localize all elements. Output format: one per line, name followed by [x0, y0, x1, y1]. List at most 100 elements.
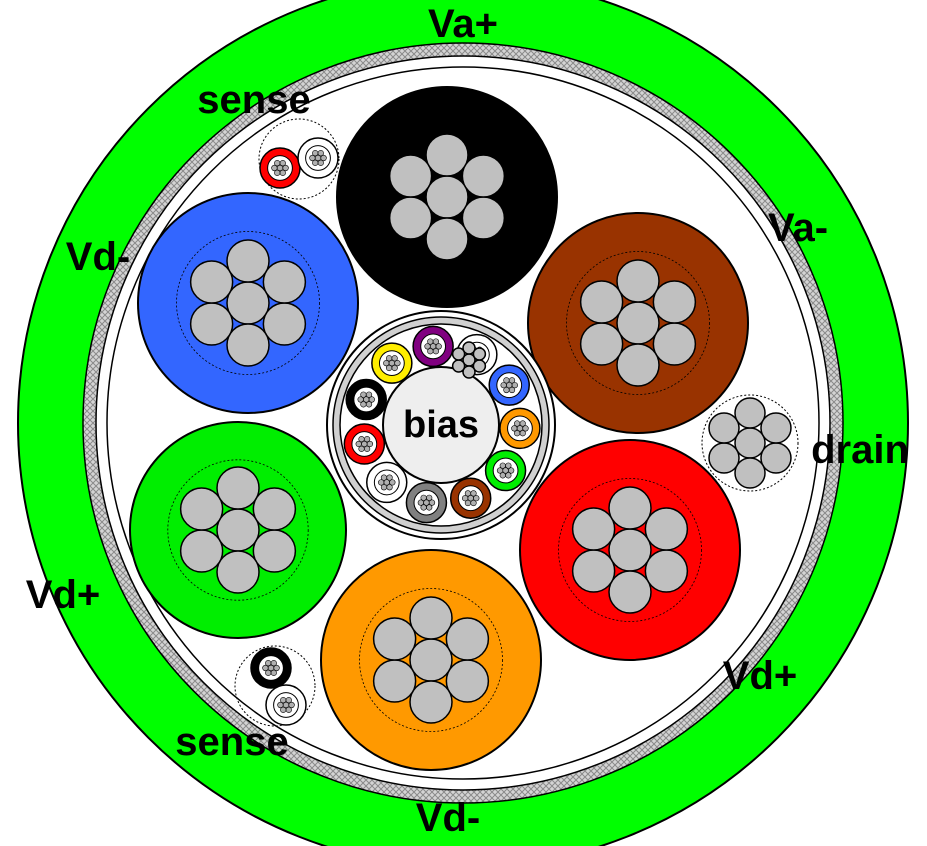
drain-wire-strand	[734, 457, 766, 489]
conductor-vd-minus-left-strand	[189, 260, 234, 304]
drain-wire-strand	[760, 442, 792, 474]
bias-wire-strand	[508, 377, 516, 384]
sense-top-red-strand	[274, 169, 281, 176]
conductor-vd-minus-left-strand	[226, 323, 270, 367]
conductor-vd-minus-left-strand	[262, 302, 307, 346]
label-vd-plus-right: Vd+	[722, 654, 798, 698]
sense-bottom-white-strand	[282, 701, 290, 709]
bias-wire-strand	[470, 490, 477, 497]
bias-wire-strand	[432, 338, 440, 345]
conductor-va-minus-strand	[579, 280, 624, 324]
sense-bottom-white-strand	[280, 706, 287, 713]
bias-wire-strand	[503, 386, 510, 394]
label-va-minus: Va-	[767, 206, 829, 250]
conductor-vd-plus-left-strand	[216, 550, 260, 594]
conductor-va-plus-strand	[425, 175, 469, 219]
bias-wire-strand	[364, 436, 371, 443]
conductor-vd-minus-left-strand	[226, 281, 270, 325]
conductor-vd-plus-right-strand	[644, 549, 689, 593]
label-vd-plus-left: Vd+	[25, 573, 101, 617]
bias-wire-strand	[519, 420, 526, 427]
bias-drain-strand	[451, 347, 466, 361]
bias-wire-strand	[423, 499, 430, 506]
conductor-va-plus-strand	[388, 154, 433, 198]
conductor-vd-minus-left-strand	[226, 239, 270, 283]
conductor-vd-minus-bottom-strand	[409, 680, 453, 724]
conductor-vd-plus-left-strand	[216, 508, 260, 552]
conductor-va-minus-screen	[566, 251, 710, 395]
bias-wire-strand	[427, 348, 434, 355]
conductor-vd-minus-bottom-strand	[372, 659, 417, 703]
bias-wire-strand	[363, 396, 370, 403]
conductor-va-minus-strand	[652, 280, 697, 324]
conductor-vd-minus-bottom-strand	[409, 638, 453, 682]
conductor-vd-plus-right-strand	[571, 507, 616, 551]
bias-wire-strand	[516, 425, 524, 432]
conductor-va-plus-strand	[425, 217, 469, 261]
conductor-va-minus-strand	[616, 343, 660, 387]
bias-core	[382, 366, 500, 484]
conductor-vd-plus-left-strand	[252, 529, 297, 573]
sense-bottom-black-strand	[267, 664, 275, 672]
bias-wire-strand	[360, 401, 367, 408]
bias-drain-strand	[462, 341, 476, 355]
conductor-vd-minus-bottom-screen	[359, 588, 503, 732]
conductor-vd-plus-right-strand	[644, 507, 689, 551]
conductor-vd-plus-right-screen	[558, 478, 702, 622]
label-drain: drain	[811, 428, 909, 472]
bias-wire-strand	[391, 355, 398, 362]
bias-wire-strand	[385, 364, 393, 372]
conductor-vd-minus-left-strand	[189, 302, 234, 346]
conductor-vd-plus-left-strand	[179, 529, 224, 573]
sense-bottom-black-strand	[270, 660, 277, 667]
conductor-va-minus-strand	[579, 322, 624, 366]
bias-wire-strand	[514, 430, 521, 437]
sense-top-red-strand	[276, 164, 284, 172]
drain-wire-strand	[734, 397, 766, 429]
conductor-vd-plus-right-strand	[608, 486, 652, 530]
sense-top-red-strand	[279, 160, 286, 167]
conductor-vd-plus-right-strand	[608, 570, 652, 614]
drain-wire-strand	[708, 412, 740, 444]
conductor-vd-minus-bottom-strand	[445, 659, 490, 703]
sense-bottom-screen	[234, 645, 316, 727]
bias-wire-strand	[464, 499, 472, 507]
drain-wire-strand	[760, 412, 792, 444]
bias-wire-strand	[386, 474, 393, 481]
conductor-vd-minus-left-screen	[176, 231, 320, 375]
bias-wire-strand	[430, 343, 437, 350]
bias-drain-strand	[462, 365, 476, 379]
bias-wire-strand	[506, 382, 513, 389]
conductor-vd-plus-left-strand	[179, 487, 224, 531]
conductor-va-plus-strand	[461, 154, 506, 198]
bias-wire-strand	[420, 504, 427, 511]
sense-top-white-strand	[312, 159, 319, 166]
conductor-va-plus-strand	[425, 133, 469, 177]
conductor-va-plus-strand	[461, 196, 506, 240]
sense-top-screen	[258, 118, 340, 200]
conductor-vd-plus-left-strand	[216, 466, 260, 510]
conductor-va-plus-strand	[388, 196, 433, 240]
cable-layers	[17, 0, 909, 846]
bias-wire-strand	[365, 391, 373, 398]
sense-bottom-white-strand	[285, 697, 292, 704]
conductor-vd-minus-bottom-strand	[372, 617, 417, 661]
label-sense-top: sense	[197, 78, 311, 122]
label-vd-minus-bottom: Vd-	[415, 796, 481, 840]
bias-wire-strand	[388, 360, 395, 367]
drain-wire-strand	[734, 427, 766, 459]
conductor-va-minus-strand	[616, 301, 660, 345]
bias-wire-strand	[502, 467, 509, 474]
bias-wire-strand	[361, 440, 368, 448]
label-bias: bias	[402, 404, 480, 446]
conductor-vd-minus-left-strand	[262, 260, 307, 304]
conductor-vd-minus-bottom-strand	[409, 596, 453, 640]
conductor-vd-plus-left-screen	[167, 459, 309, 601]
bias-wire-strand	[383, 479, 390, 486]
bias-wire-strand	[467, 495, 474, 502]
conductor-vd-minus-bottom-strand	[445, 617, 490, 661]
bias-wire-strand	[426, 494, 433, 501]
bias-drain-strand	[472, 347, 487, 361]
bias-wire-strand	[499, 472, 506, 479]
